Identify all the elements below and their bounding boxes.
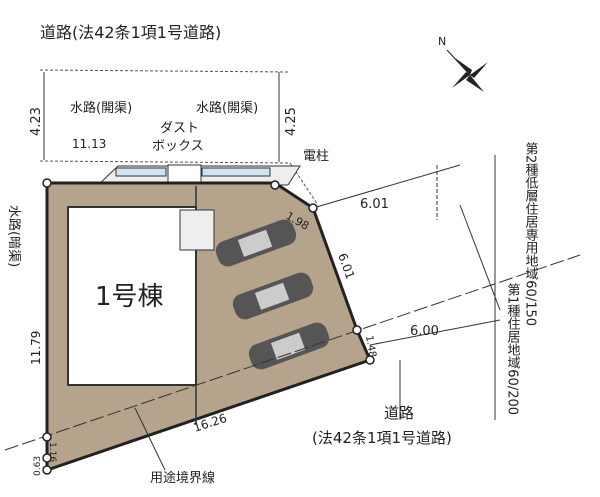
dim-top-edge: 11.13: [72, 137, 106, 151]
dim-left-bottom-1: 1.16: [47, 442, 57, 462]
water-label-right: 水路(開渠): [196, 100, 258, 116]
zone-label-lower: 第1種住居地域60/200: [505, 283, 521, 415]
dim-left-edge: 11.79: [29, 331, 43, 365]
boundary-markers: [42, 178, 375, 475]
stairs: [179, 209, 215, 251]
north-label: N: [438, 35, 446, 48]
zoning-boundary-label: 用途境界線: [150, 470, 215, 486]
building-label: 1号棟: [95, 282, 164, 312]
north-arrow-icon: [446, 49, 488, 92]
dim-lower-setback: 6.00: [410, 324, 439, 339]
dim-right-setback: 6.01: [360, 197, 389, 212]
road-label-top: 道路(法42条1項1号道路): [40, 23, 221, 42]
water-label-left: 水路(開渠): [70, 100, 132, 116]
road-edge-top: [39, 69, 291, 73]
water-channel-left: [115, 167, 167, 177]
water-closed-label: 水路(暗渠): [6, 205, 22, 267]
dim-road-right: 4.25: [284, 107, 299, 136]
car-1: [215, 219, 297, 267]
dim-corner-small: 1.48: [363, 335, 378, 359]
road-edge-lower: [39, 160, 291, 164]
water-channel-right: [201, 167, 271, 177]
dim-road-left: 4.23: [29, 107, 44, 136]
car-3: [248, 322, 330, 370]
utility-pole-label: 電柱: [303, 149, 329, 164]
dust-box-label-2: ボックス: [152, 139, 204, 154]
road-label-bottom-2: (法42条1項1号道路): [312, 429, 452, 447]
zone-label-upper: 第2種低層住居専用地域60/150: [523, 142, 539, 326]
dim-left-bottom-2: 0.63: [33, 456, 43, 476]
zoning-boundary-line: [4, 254, 581, 451]
building-1: [67, 206, 197, 386]
dust-box-label-1: ダスト: [160, 121, 199, 136]
car-2: [232, 272, 314, 320]
road-label-bottom-1: 道路: [384, 404, 414, 422]
